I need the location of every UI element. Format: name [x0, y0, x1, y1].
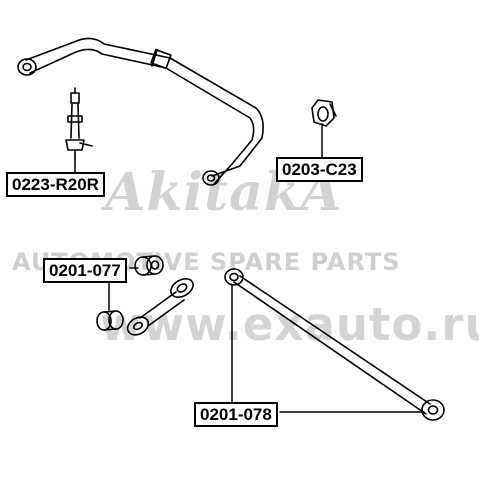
watermark-url: www.exauto.ru [100, 298, 479, 351]
part-label-0203-c23[interactable]: 0203-C23 [276, 157, 363, 182]
stabilizer-bushing [311, 99, 337, 127]
leader-lines [74, 123, 425, 413]
stabilizer-link [65, 87, 93, 161]
part-label-0201-078[interactable]: 0201-078 [194, 402, 278, 427]
link-arm [96, 255, 194, 336]
stabilizer-bar [17, 37, 264, 186]
part-label-0223-r20r[interactable]: 0223-R20R [6, 172, 105, 197]
part-label-0201-077[interactable]: 0201-077 [43, 258, 127, 283]
lateral-rod [224, 268, 445, 421]
